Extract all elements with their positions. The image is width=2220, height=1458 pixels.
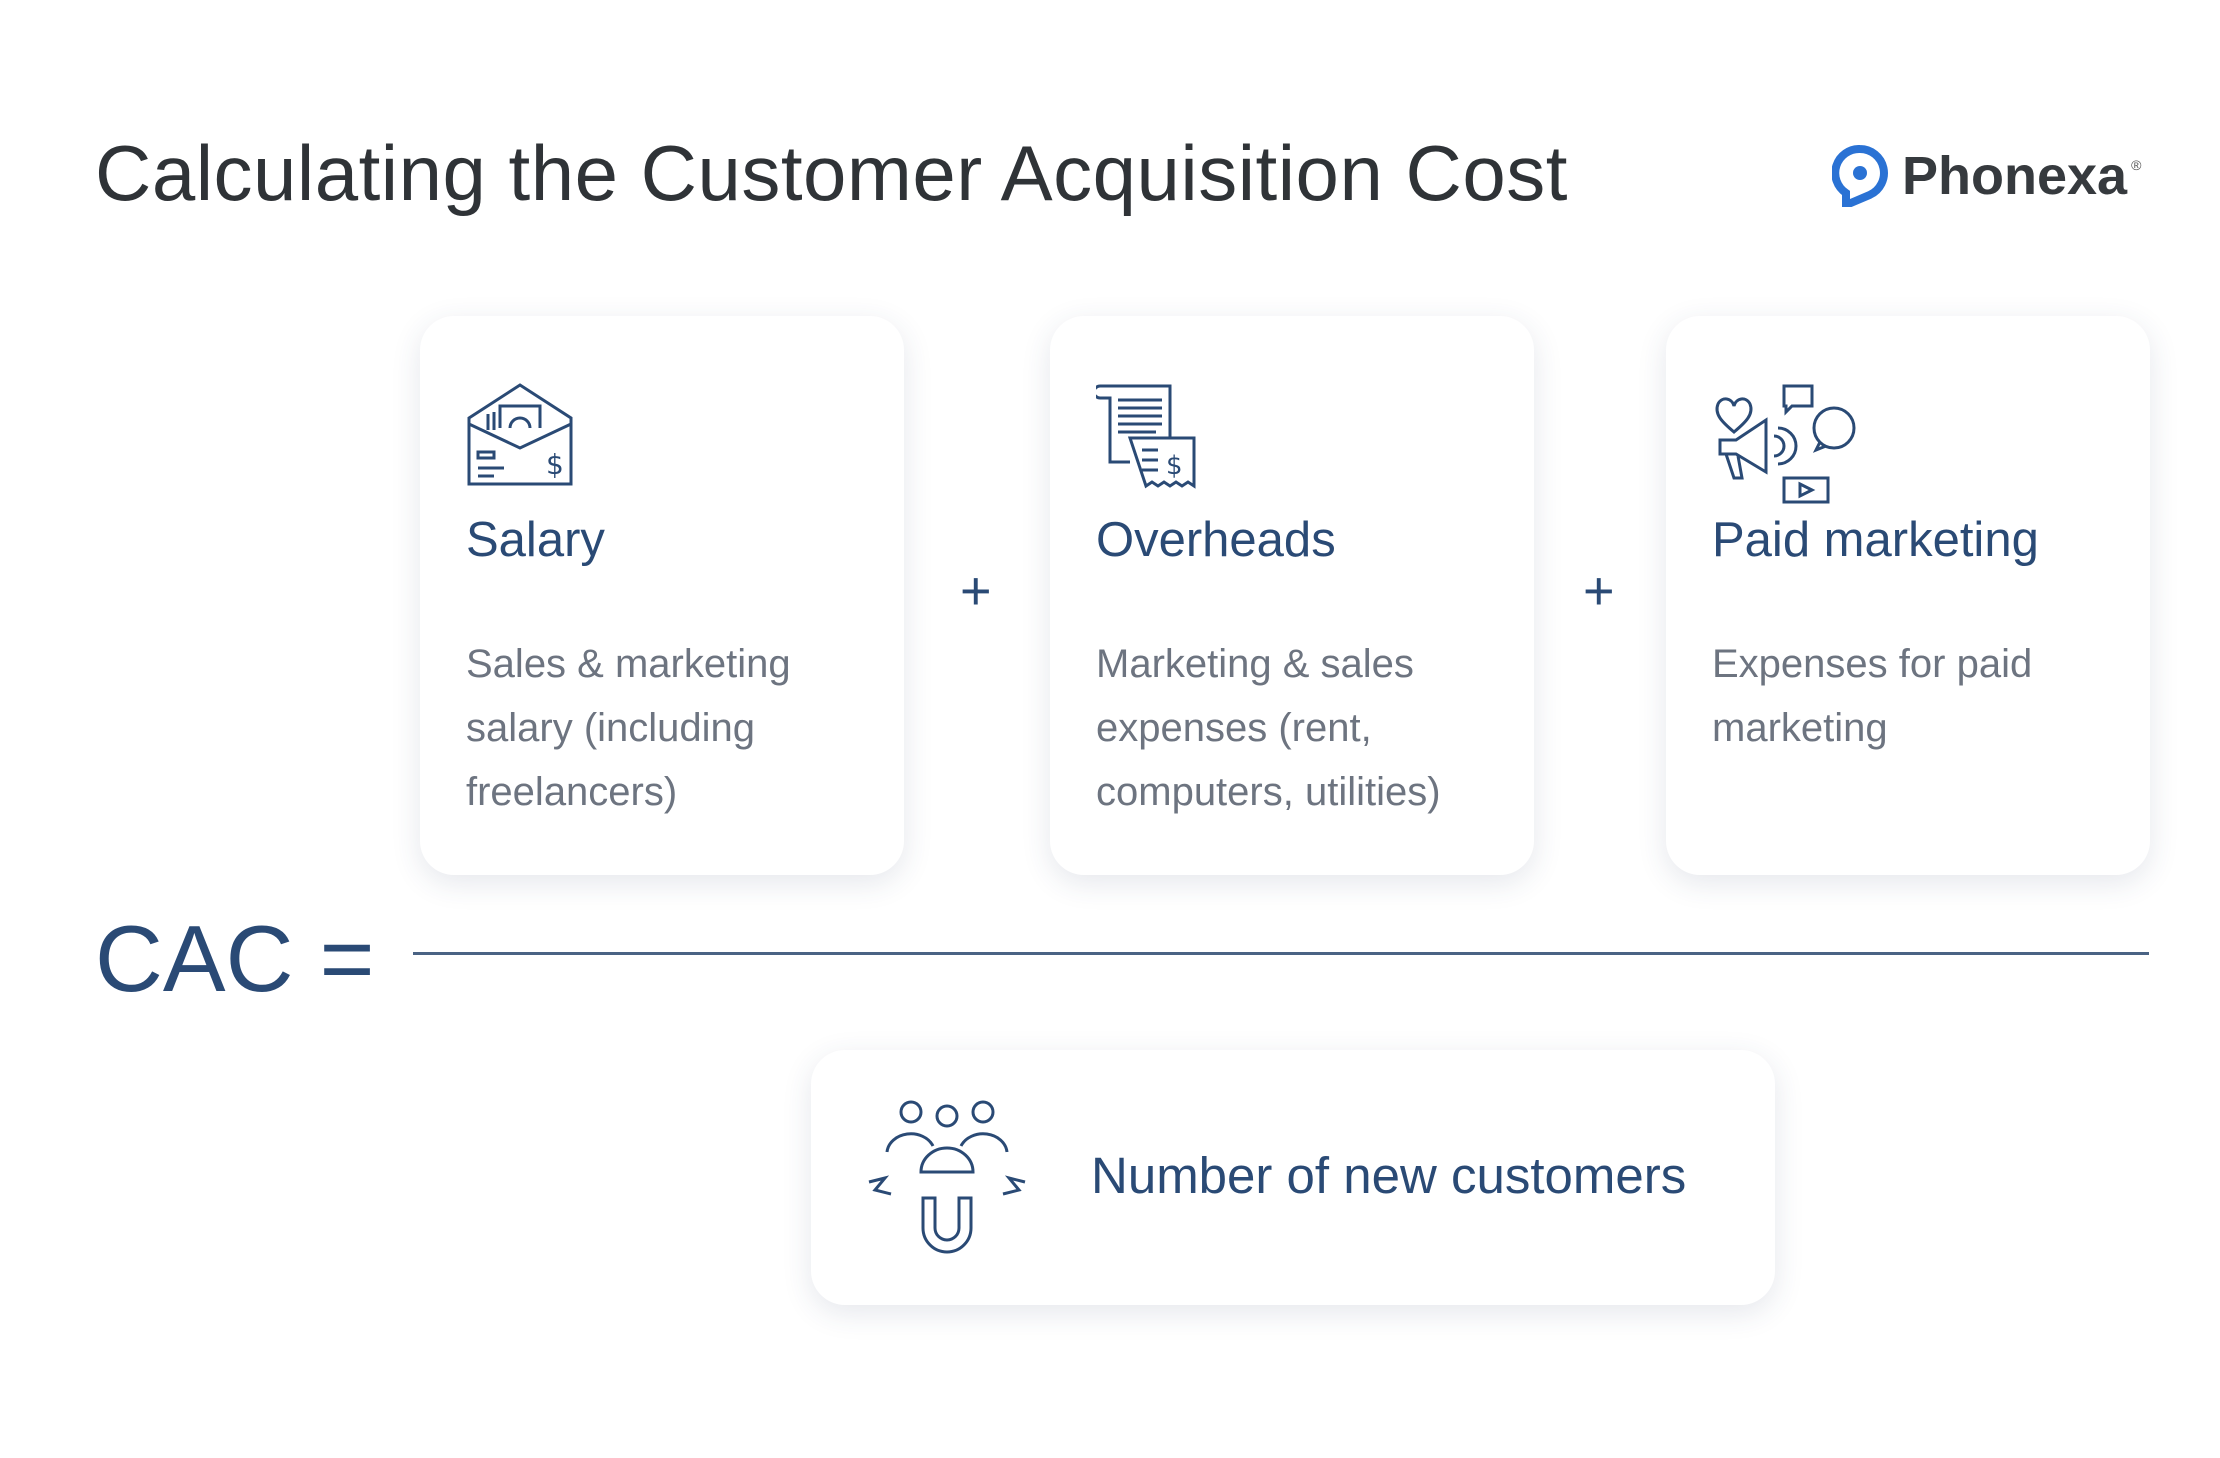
svg-text:$: $ — [1166, 451, 1183, 481]
paid-marketing-card: Paid marketing Expenses for paid marketi… — [1666, 316, 2150, 875]
overheads-description: Marketing & sales expenses (rent, comput… — [1096, 642, 1441, 814]
paid-marketing-title: Paid marketing — [1712, 513, 2039, 567]
salary-card: $ Salary Sales & marketing salary (inclu… — [420, 316, 904, 875]
salary-title: Salary — [466, 513, 605, 567]
logo-registered-mark: ® — [2131, 157, 2142, 173]
page-title: Calculating the Customer Acquisition Cos… — [95, 129, 1568, 217]
svg-text:$: $ — [546, 448, 564, 481]
overheads-card: $ Overheads Marketing & sales expenses (… — [1050, 316, 1534, 875]
salary-description: Sales & marketing salary (including free… — [466, 642, 791, 814]
customer-magnet-icon — [868, 1100, 1026, 1254]
new-customers-text: Number of new customers — [1091, 1147, 1687, 1204]
paid-marketing-description: Expenses for paid marketing — [1712, 642, 2033, 750]
plus-operator: + — [960, 561, 992, 621]
new-customers-card: Number of new customers — [811, 1050, 1775, 1305]
fraction-line — [413, 952, 2149, 955]
megaphone-social-icon — [1715, 384, 1856, 504]
logo-text: Phonexa — [1902, 146, 2128, 206]
phonexa-logo: Phonexa ® — [1832, 145, 2141, 207]
logo-pin-icon — [1832, 145, 1888, 207]
envelope-money-icon: $ — [467, 383, 573, 486]
receipt-scroll-icon: $ — [1096, 384, 1196, 489]
plus-operator: + — [1583, 561, 1615, 621]
cac-label: CAC = — [95, 906, 375, 1011]
overheads-title: Overheads — [1096, 513, 1336, 567]
